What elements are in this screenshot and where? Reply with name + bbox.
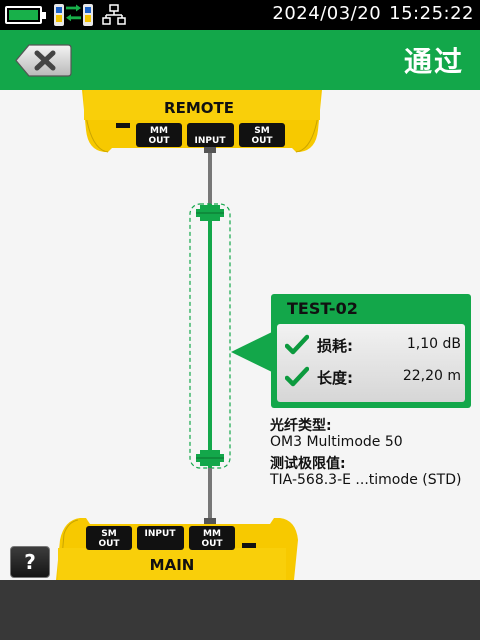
connector-bottom-icon [196,450,224,466]
remote-port-sm-out [239,123,285,147]
test-limit-value: TIA-568.3-E ...timode (STD) [270,472,462,488]
test-limit-label: 测试极限值: [270,456,346,472]
remote-port-label-2: INPUT [195,136,227,146]
loss-label: 损耗: [317,337,353,355]
battery-icon [5,6,46,24]
close-button[interactable] [15,44,72,77]
date-text: 2024/03/20 [272,3,382,24]
time-text: 15:25:22 [389,3,474,24]
length-value: 22,20 m [402,368,461,384]
fiber-type-value: OM3 Multimode 50 [270,434,403,450]
result-values: 损耗: 1,10 dB 长度: 22,20 m [277,324,465,402]
result-card[interactable]: TEST-02 损耗: 1,10 dB 长度: 22,20 m [271,294,471,408]
check-icon [285,334,309,355]
length-row: 长度: 22,20 m [285,364,461,390]
help-button[interactable]: ? [10,546,50,578]
remote-port-mm-out [136,123,182,147]
main-port-sm-out [86,526,132,550]
main-port-input [137,526,184,550]
network-icon [102,4,126,25]
length-label: 长度: [317,369,353,387]
fiber-type-label: 光纤类型: [270,418,332,434]
result-title: TEST-02 [287,299,358,318]
bottom-bar [0,580,480,640]
main-port-label-2: INPUT [145,529,177,539]
main-port-mm-out [189,526,235,550]
help-icon: ? [24,550,36,574]
loss-row: 损耗: 1,10 dB [285,332,461,358]
close-icon [34,50,56,71]
callout-pointer [231,332,272,372]
remote-port-input [187,123,234,147]
datetime: 2024/03/20 15:25:22 [264,3,474,24]
connector-top-icon [196,205,224,221]
loss-value: 1,10 dB [406,336,461,352]
remote-unit-label: REMOTE [164,99,234,117]
test-status-title: 通过 [403,45,464,78]
fiber-link [189,147,272,524]
remote-connection-icon [54,4,93,26]
check-icon [285,366,309,387]
status-bar: 2024/03/20 15:25:22 [0,0,480,30]
main-unit-label: MAIN [150,556,195,574]
header-bar: 通过 [0,30,480,90]
